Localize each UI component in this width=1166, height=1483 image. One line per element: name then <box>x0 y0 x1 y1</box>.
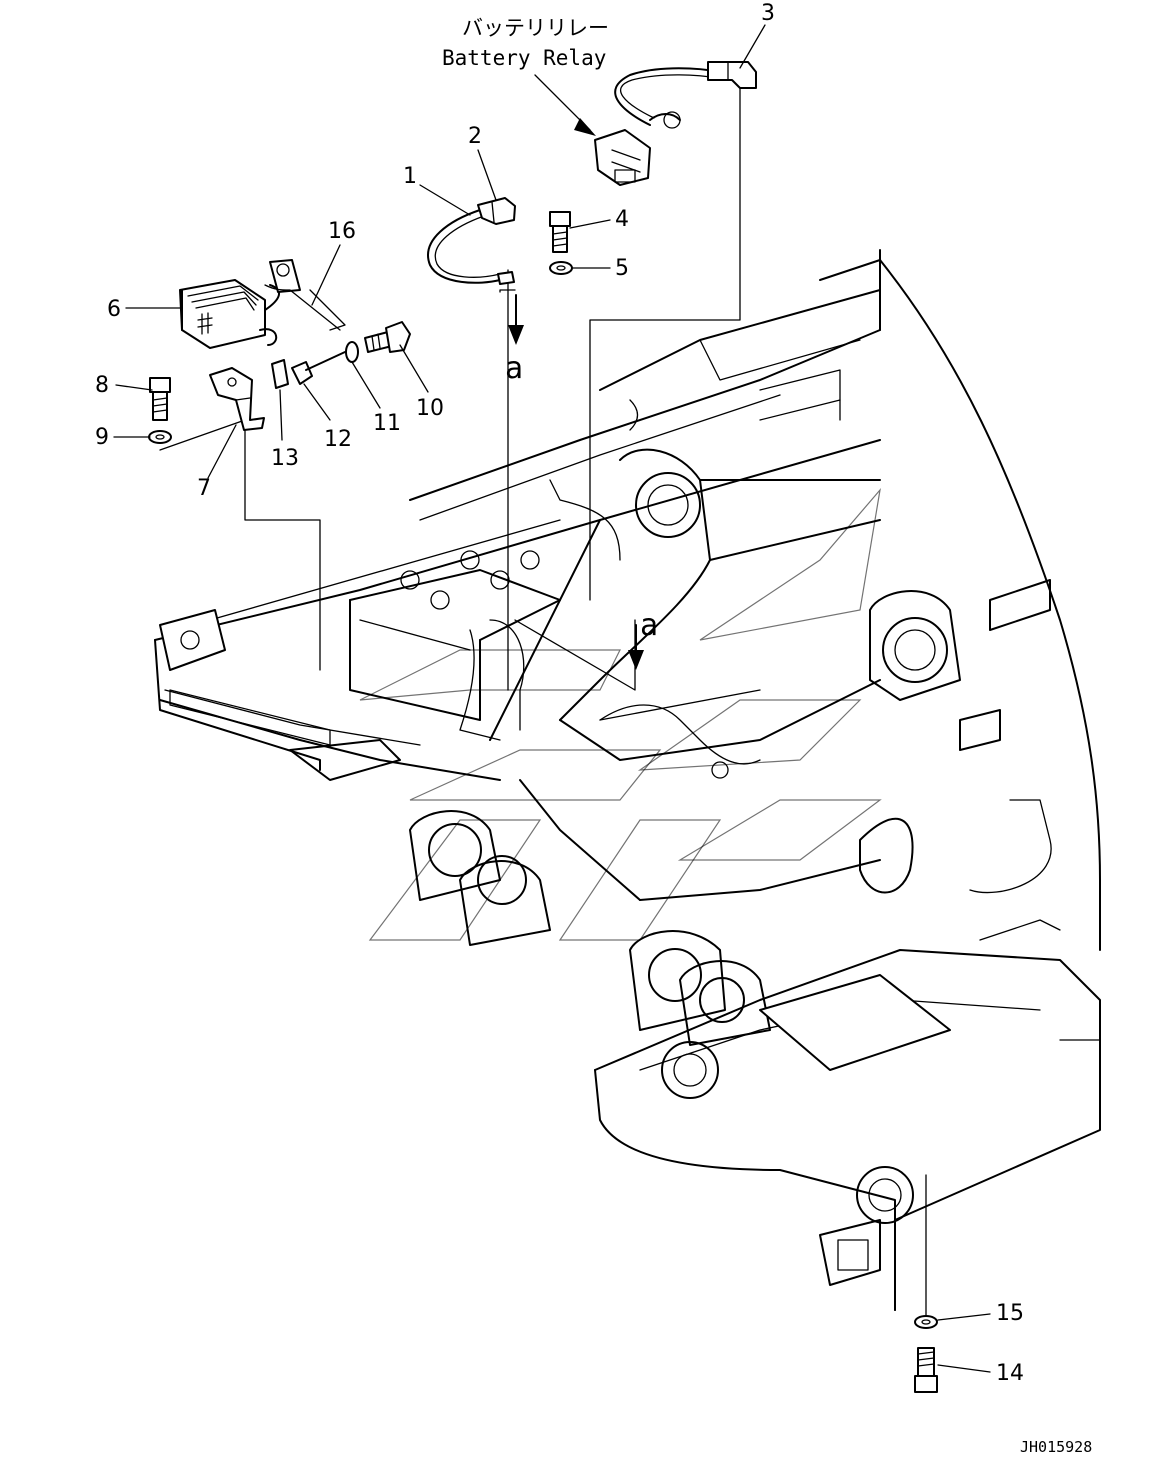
washer-5 <box>549 261 573 275</box>
washer-11 <box>345 341 359 363</box>
callout-11: 11 <box>373 411 401 436</box>
callout-10: 10 <box>416 396 444 421</box>
clip-12 <box>291 351 346 385</box>
harness-routing <box>459 399 761 779</box>
callout-8: 8 <box>95 373 109 398</box>
cable-1 <box>427 197 516 285</box>
callout-2: 2 <box>468 124 482 149</box>
view-marker-a-bottom: a <box>640 608 658 643</box>
clip-13 <box>271 359 289 389</box>
bolt-10 <box>364 321 411 353</box>
title-jp: バッテリリレー <box>462 16 609 40</box>
view-marker-a-top: a <box>505 351 523 386</box>
callout-9: 9 <box>95 425 109 450</box>
view-arrows: a a <box>505 294 658 670</box>
callout-12: 12 <box>324 427 352 452</box>
callout-6: 6 <box>107 297 121 322</box>
callouts: 1 2 3 4 5 6 7 8 9 10 11 12 13 <box>95 1 1024 1386</box>
title-en: Battery Relay <box>442 46 606 70</box>
bolt-14 <box>914 1347 938 1393</box>
bolt-4 <box>549 211 571 253</box>
callout-5: 5 <box>615 256 629 281</box>
bolt-8 <box>149 377 171 421</box>
callout-13: 13 <box>271 446 299 471</box>
callout-15: 15 <box>996 1301 1024 1326</box>
washer-9 <box>148 430 172 444</box>
callout-7: 7 <box>197 476 211 501</box>
battery-relay: バッテリリレー Battery Relay <box>442 16 757 186</box>
callout-1: 1 <box>403 164 417 189</box>
horn-6 <box>179 259 346 349</box>
machine-frame <box>154 249 1101 1311</box>
bracket-7 <box>209 367 265 431</box>
drawing-code: JH015928 <box>1020 1438 1092 1456</box>
washer-15 <box>914 1315 938 1329</box>
callout-4: 4 <box>615 207 629 232</box>
callout-16: 16 <box>328 219 356 244</box>
callout-3: 3 <box>761 1 775 26</box>
callout-14: 14 <box>996 1361 1024 1386</box>
